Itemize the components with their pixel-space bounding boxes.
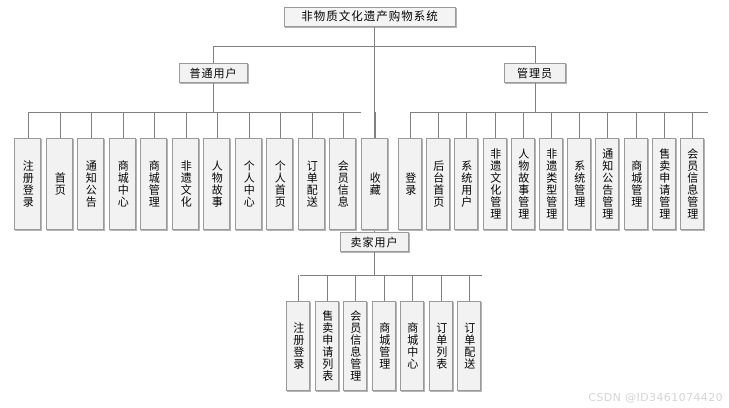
connector-leaf-drop	[523, 112, 524, 138]
connector-to-normal-user	[213, 46, 214, 63]
node-seller-user-leaf-7[interactable]: 订单配送	[457, 301, 481, 391]
connector-leaf-drop	[469, 275, 470, 301]
node-normal-user-leaf-6[interactable]: 非遗文化	[172, 138, 199, 230]
node-administrator[interactable]: 管理员	[504, 63, 566, 83]
node-administrator-leaf-5[interactable]: 人物故事管理	[511, 138, 535, 230]
connector-leaf-drop	[384, 275, 385, 301]
node-normal-user-leaf-9[interactable]: 个人首页	[266, 138, 293, 230]
connector-leaf-drop	[579, 112, 580, 138]
node-normal-user-leaf-3[interactable]: 通知公告	[77, 138, 104, 230]
connector-seller-user-bar	[300, 275, 482, 276]
connector-leaf-drop	[186, 112, 187, 138]
watermark: CSDN @ID3461074420	[588, 391, 723, 404]
connector-administrator-bar	[411, 112, 708, 113]
node-seller-user-leaf-3[interactable]: 会员信息管理	[343, 301, 367, 391]
connector-leaf-drop	[280, 112, 281, 138]
connector-leaf-drop	[375, 112, 376, 138]
node-administrator-leaf-6[interactable]: 非遗类型管理	[539, 138, 563, 230]
node-seller-user-leaf-6[interactable]: 订单列表	[429, 301, 453, 391]
connector-leaf-drop	[441, 275, 442, 301]
connector-leaf-drop	[327, 275, 328, 301]
connector-to-administrator	[535, 46, 536, 63]
connector-leaf-drop	[312, 112, 313, 138]
connector-leaf-drop	[410, 112, 411, 138]
node-seller-user-leaf-5[interactable]: 商城中心	[400, 301, 424, 391]
connector-leaf-drop	[495, 112, 496, 138]
node-administrator-leaf-11[interactable]: 会员信息管理	[680, 138, 704, 230]
connector-leaf-drop	[123, 112, 124, 138]
connector-leaf-drop	[551, 112, 552, 138]
node-administrator-leaf-2[interactable]: 后台首页	[426, 138, 450, 230]
node-administrator-leaf-1[interactable]: 登录	[398, 138, 422, 230]
node-normal-user-leaf-10[interactable]: 订单配送	[298, 138, 325, 230]
node-normal-user[interactable]: 普通用户	[179, 63, 248, 83]
connector-leaf-drop	[91, 112, 92, 138]
node-administrator-leaf-9[interactable]: 商城管理	[624, 138, 648, 230]
node-normal-user-leaf-8[interactable]: 个人中心	[235, 138, 262, 230]
connector-leaf-drop	[249, 112, 250, 138]
node-administrator-leaf-7[interactable]: 系统管理	[567, 138, 591, 230]
connector-leaf-drop	[607, 112, 608, 138]
node-root[interactable]: 非物质文化遗产购物系统	[284, 7, 456, 27]
node-normal-user-leaf-7[interactable]: 人物故事	[203, 138, 230, 230]
connector-leaf-drop	[664, 112, 665, 138]
node-seller-user-leaf-4[interactable]: 商城管理	[372, 301, 396, 391]
connector-leaf-drop	[154, 112, 155, 138]
node-normal-user-leaf-5[interactable]: 商城管理	[140, 138, 167, 230]
connector-leaf-drop	[298, 275, 299, 301]
connector-normal-user-stem	[213, 83, 214, 112]
connector-seller-user-stem	[374, 252, 375, 275]
node-normal-user-leaf-1[interactable]: 注册登录	[14, 138, 41, 230]
connector-leaf-drop	[438, 112, 439, 138]
connector-leaf-drop	[466, 112, 467, 138]
node-seller-user-leaf-1[interactable]: 注册登录	[286, 301, 310, 391]
connector-leaf-drop	[343, 112, 344, 138]
connector-administrator-stem	[535, 83, 536, 112]
connector-root-stem	[374, 27, 375, 46]
node-seller-user[interactable]: 卖家用户	[340, 232, 409, 252]
node-normal-user-leaf-4[interactable]: 商城中心	[109, 138, 136, 230]
connector-leaf-drop	[692, 112, 693, 138]
node-normal-user-leaf-2[interactable]: 首页	[46, 138, 73, 230]
connector-leaf-drop	[217, 112, 218, 138]
node-administrator-leaf-8[interactable]: 通知公告管理	[595, 138, 619, 230]
node-seller-user-leaf-2[interactable]: 售卖申请列表	[315, 301, 339, 391]
node-normal-user-leaf-11[interactable]: 会员信息	[329, 138, 356, 230]
connector-normal-user-bar	[28, 112, 361, 113]
connector-leaf-drop	[60, 112, 61, 138]
node-administrator-leaf-10[interactable]: 售卖申请管理	[652, 138, 676, 230]
connector-leaf-drop	[636, 112, 637, 138]
connector-leaf-drop	[412, 275, 413, 301]
node-administrator-leaf-3[interactable]: 系统用户	[454, 138, 478, 230]
node-administrator-leaf-4[interactable]: 非遗文化管理	[483, 138, 507, 230]
connector-leaf-drop	[355, 275, 356, 301]
node-normal-user-leaf-12[interactable]: 收藏	[361, 138, 388, 230]
connector-leaf-drop	[28, 112, 29, 138]
